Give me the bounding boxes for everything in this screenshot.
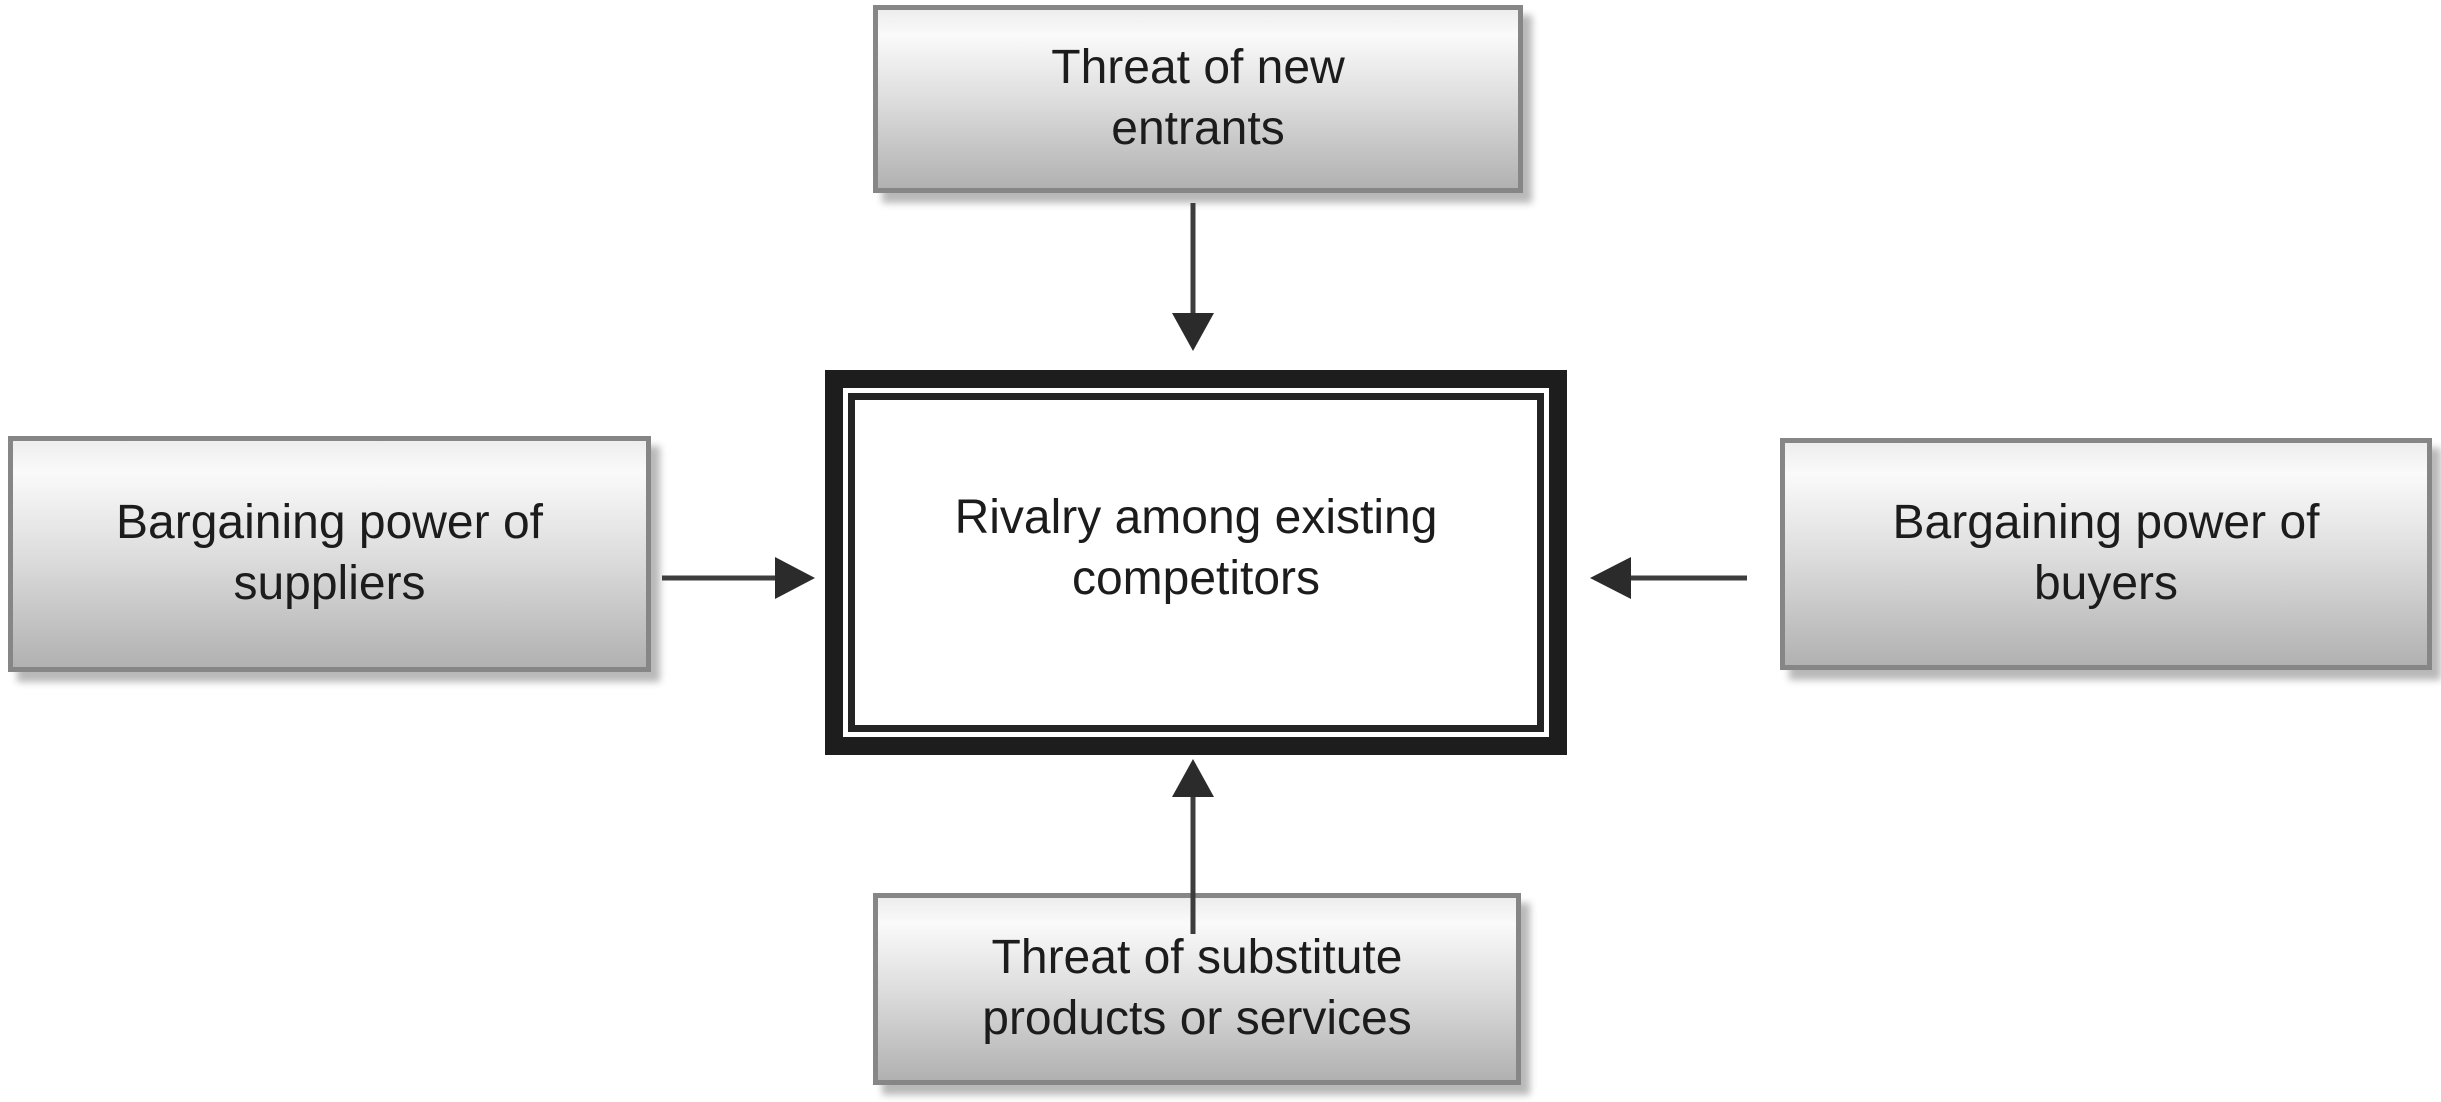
node-bargaining-power-of-suppliers: Bargaining power of suppliers	[8, 436, 651, 672]
node-threat-of-new-entrants: Threat of new entrants	[873, 5, 1523, 193]
node-bargaining-power-of-buyers: Bargaining power of buyers	[1780, 438, 2432, 670]
node-threat-of-substitute-products-label: Threat of substitute products or service…	[982, 931, 1412, 1045]
arrow-top-to-center	[1172, 203, 1214, 351]
node-threat-of-new-entrants-label: Threat of new entrants	[1051, 41, 1345, 155]
node-rivalry-label: Rivalry among existing competitors	[954, 490, 1438, 605]
node-bargaining-power-of-buyers-label: Bargaining power of buyers	[1892, 496, 2320, 610]
node-threat-of-substitute-products: Threat of substitute products or service…	[873, 893, 1521, 1085]
node-rivalry-among-existing-competitors: Rivalry among existing competitors	[825, 370, 1567, 755]
arrow-left-to-center	[662, 557, 815, 599]
arrow-right-to-center	[1590, 557, 1747, 599]
center-inner-frame: Rivalry among existing competitors	[848, 393, 1544, 732]
node-bargaining-power-of-suppliers-label: Bargaining power of suppliers	[116, 496, 543, 610]
